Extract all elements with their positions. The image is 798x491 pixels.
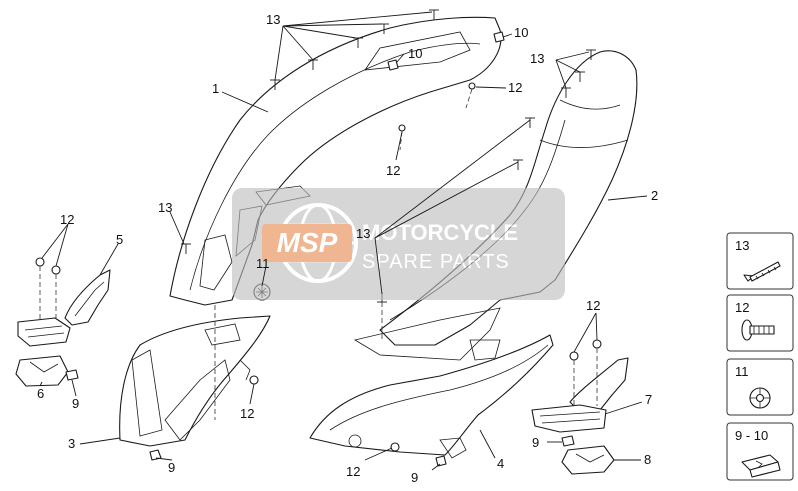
callout-7: 7	[645, 392, 652, 407]
watermark-line2: SPARE PARTS	[362, 251, 510, 273]
legend-label-11: 11	[735, 364, 749, 379]
leader-lines	[39, 11, 648, 471]
legend-item-11: 11	[726, 358, 794, 416]
callout-6: 6	[37, 386, 44, 401]
screw-icon	[743, 261, 781, 282]
callout-10-inner: 10	[408, 46, 422, 61]
callout-10-top: 10	[514, 25, 528, 40]
callout-2: 2	[651, 188, 658, 203]
callout-13-left: 13	[158, 200, 172, 215]
legend-label-9-10: 9 - 10	[735, 428, 768, 443]
legend-item-9-10: 9 - 10	[726, 422, 794, 481]
fastener-legend: 13 12 11	[726, 232, 794, 481]
callout-3: 3	[68, 436, 75, 451]
callout-12-left: 12	[60, 212, 74, 227]
callout-4: 4	[497, 456, 504, 471]
msp-watermark: MSP MOTORCYCLE SPARE PARTS	[232, 188, 565, 300]
callout-1: 1	[212, 81, 219, 96]
watermark-line1: MOTORCYCLE	[362, 220, 518, 245]
callout-13-right: 13	[530, 51, 544, 66]
callout-13-center: 13	[356, 226, 370, 241]
callout-9-left: 9	[72, 396, 79, 411]
watermark-brand: MSP	[277, 227, 338, 258]
legend-label-13: 13	[735, 238, 749, 253]
callout-12-right: 12	[586, 298, 600, 313]
washer-icon	[749, 387, 771, 409]
part-7-footrest-bracket-right	[531, 357, 629, 433]
callout-12-mid: 12	[508, 80, 522, 95]
assembly-lines	[39, 88, 598, 420]
part-8-footrest-rubber-right	[561, 445, 615, 475]
callout-9-right-bottom: 9	[411, 470, 418, 485]
legend-label-12: 12	[735, 300, 749, 315]
part-6-footrest-rubber-left	[15, 355, 69, 387]
callout-13-top: 13	[266, 12, 280, 27]
part-5-footrest-bracket-left	[17, 269, 111, 347]
clip-nut-icon	[741, 454, 781, 478]
legend-item-12: 12	[726, 294, 794, 352]
clip-nuts	[65, 31, 575, 467]
callout-8: 8	[644, 452, 651, 467]
callout-labels: 13 10 10 1 13 12 12 2 13 13 11 12 5 6 9 …	[37, 12, 658, 485]
legend-item-13: 13	[726, 232, 794, 290]
callout-11: 11	[256, 256, 270, 271]
callout-12-bottom: 12	[346, 464, 360, 479]
part-4-lower-right-cover	[309, 334, 554, 459]
callout-9-right: 9	[532, 435, 539, 450]
callout-5: 5	[116, 232, 123, 247]
callout-9-bottom: 9	[168, 460, 175, 475]
bolt-icon	[741, 319, 775, 341]
callout-12-center: 12	[240, 406, 254, 421]
part-3-lower-left-cover	[119, 315, 271, 447]
callout-12-below: 12	[386, 163, 400, 178]
